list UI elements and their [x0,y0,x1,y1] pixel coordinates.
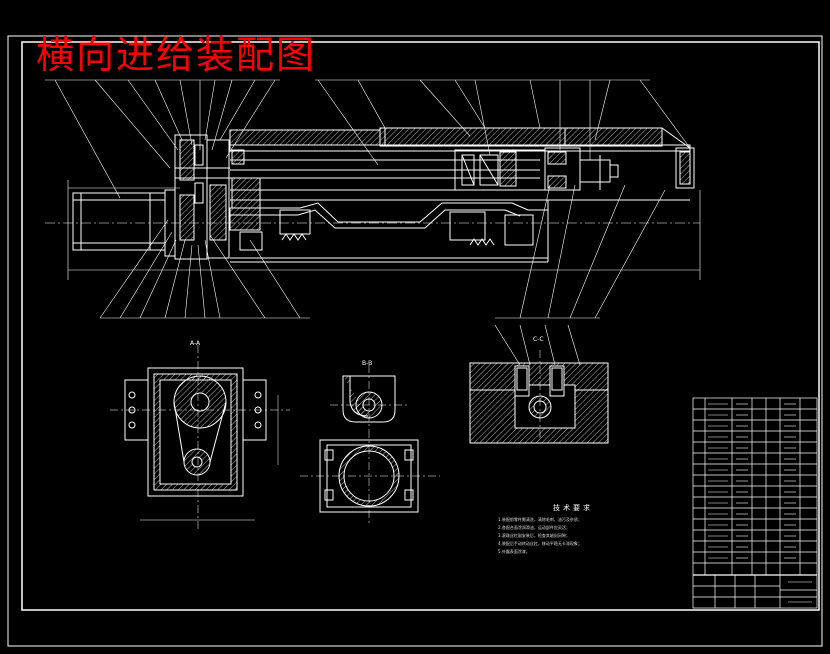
technical-note-line: 5.外露表面涂漆。 [498,549,530,554]
parts-list-text-marks [708,403,812,603]
inner-frame [21,41,820,611]
section-label-a: A-A [190,340,201,347]
section-a-view [110,345,290,530]
slide-body [229,127,691,209]
section-c-view [469,324,609,444]
section-label-c: C-C [533,336,544,343]
main-view [45,79,701,319]
technical-note-line: 4.装配后手动转动丝杠，移动平稳无卡滞现象； [498,541,582,546]
motor [72,192,166,251]
technical-notes: 技术要求 1.装配前零件需清洗，清除毛刺、油污及杂质； 2.各配合面涂润滑油，运… [498,503,648,556]
drawing-title: 横向进给装配图 [36,33,317,77]
parts-list-table [692,397,818,609]
section-b-view [300,365,440,525]
technical-note-line: 1.装配前零件需清洗，清除毛刺、油污及杂质； [498,517,582,522]
outer-frame [7,35,823,647]
screw-nut [454,147,695,191]
technical-note-line: 3.滚珠丝杠副安装后，检查其轴向间隙； [498,533,570,538]
leader-lines-upper [45,79,691,199]
leader-lines-lower [99,184,666,319]
section-label-b: B-B [362,360,373,367]
technical-note-line: 2.各配合面涂润滑油，运动部件应灵活； [498,525,570,530]
technical-notes-title: 技术要求 [553,504,593,512]
dimensions [67,180,701,280]
base [229,200,549,263]
flange-housing [164,134,230,260]
